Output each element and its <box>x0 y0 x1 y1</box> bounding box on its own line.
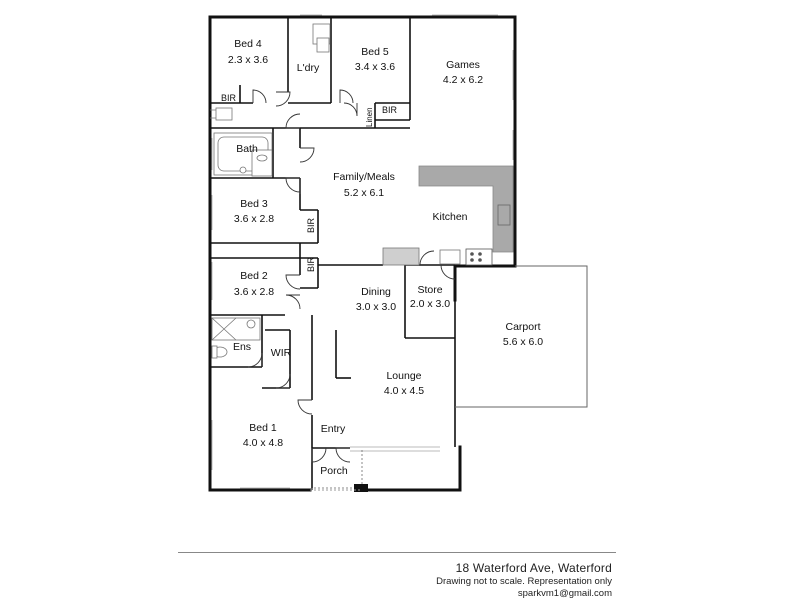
room-name-bed2: Bed 2 <box>240 270 268 282</box>
room-name-porch: Porch <box>320 465 348 477</box>
bir-bed2-label: BIR <box>306 256 316 272</box>
room-size-carport: 5.6 x 6.0 <box>503 336 543 348</box>
door-swings <box>247 89 456 463</box>
small-labels: BIR BIR Linen BIR BIR <box>221 93 398 272</box>
footer-divider <box>178 552 616 553</box>
room-name-carport: Carport <box>505 321 540 333</box>
room-size-bed3: 3.6 x 2.8 <box>234 213 274 225</box>
room-name-bed3: Bed 3 <box>240 198 268 210</box>
bath-fixtures <box>210 23 331 359</box>
exterior-walls <box>208 15 517 492</box>
room-size-dining: 3.0 x 3.0 <box>356 301 396 313</box>
carport <box>455 265 588 408</box>
room-name-games: Games <box>446 59 480 71</box>
room-name-ens: Ens <box>233 341 251 353</box>
kitchen-counter <box>382 165 514 266</box>
room-name-ldry: L'dry <box>297 62 320 74</box>
room-name-lounge: Lounge <box>386 370 421 382</box>
windows <box>211 14 514 489</box>
room-name-kitchen: Kitchen <box>432 211 467 223</box>
linen-label: Linen <box>365 107 374 127</box>
room-name-bed4: Bed 4 <box>234 38 262 50</box>
room-name-store: Store <box>417 284 442 296</box>
room-name-bed1: Bed 1 <box>249 422 277 434</box>
bir-bed4-label: BIR <box>221 93 237 103</box>
room-name-bath: Bath <box>236 143 258 155</box>
footer-address: 18 Waterford Ave, Waterford <box>455 561 612 575</box>
footer-email: sparkvm1@gmail.com <box>517 588 612 599</box>
room-size-bed4: 2.3 x 3.6 <box>228 54 268 66</box>
room-name-family: Family/Meals <box>333 171 395 183</box>
interior-walls <box>210 17 456 490</box>
room-size-bed2: 3.6 x 2.8 <box>234 286 274 298</box>
room-size-lounge: 4.0 x 4.5 <box>384 385 424 397</box>
bir-bed5-label: BIR <box>382 105 398 115</box>
room-name-entry: Entry <box>321 423 346 435</box>
room-name-wir: WIR <box>271 347 292 359</box>
room-name-dining: Dining <box>361 286 391 298</box>
room-size-bed1: 4.0 x 4.8 <box>243 437 283 449</box>
bir-bed3-label: BIR <box>306 217 316 233</box>
room-name-bed5: Bed 5 <box>361 46 389 58</box>
room-size-family: 5.2 x 6.1 <box>344 187 384 199</box>
footer-note: Drawing not to scale. Representation onl… <box>436 576 612 587</box>
room-size-bed5: 3.4 x 3.6 <box>355 61 395 73</box>
room-labels: Bed 4 2.3 x 3.6 L'dry Bed 5 3.4 x 3.6 Ga… <box>228 38 543 477</box>
room-size-games: 4.2 x 6.2 <box>443 74 483 86</box>
porch <box>310 450 368 492</box>
room-size-store: 2.0 x 3.0 <box>410 298 450 310</box>
